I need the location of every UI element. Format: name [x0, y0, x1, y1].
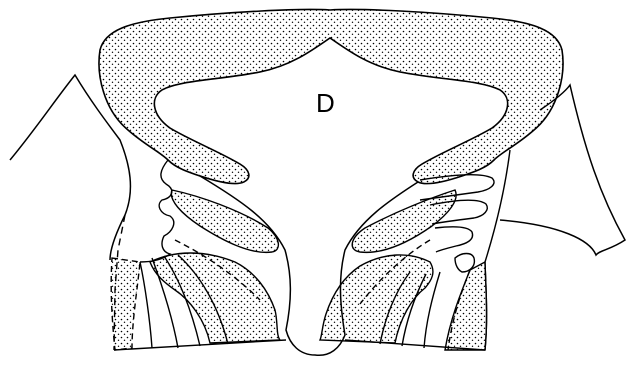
- left-stipple-band-lower: [150, 253, 280, 343]
- left-stipple-corner: [111, 258, 140, 350]
- right-stipple-corner: [445, 262, 487, 350]
- left-lateral-edge: [140, 160, 174, 262]
- region-label-d: D: [316, 88, 335, 118]
- right-lateral-edge: [485, 150, 510, 350]
